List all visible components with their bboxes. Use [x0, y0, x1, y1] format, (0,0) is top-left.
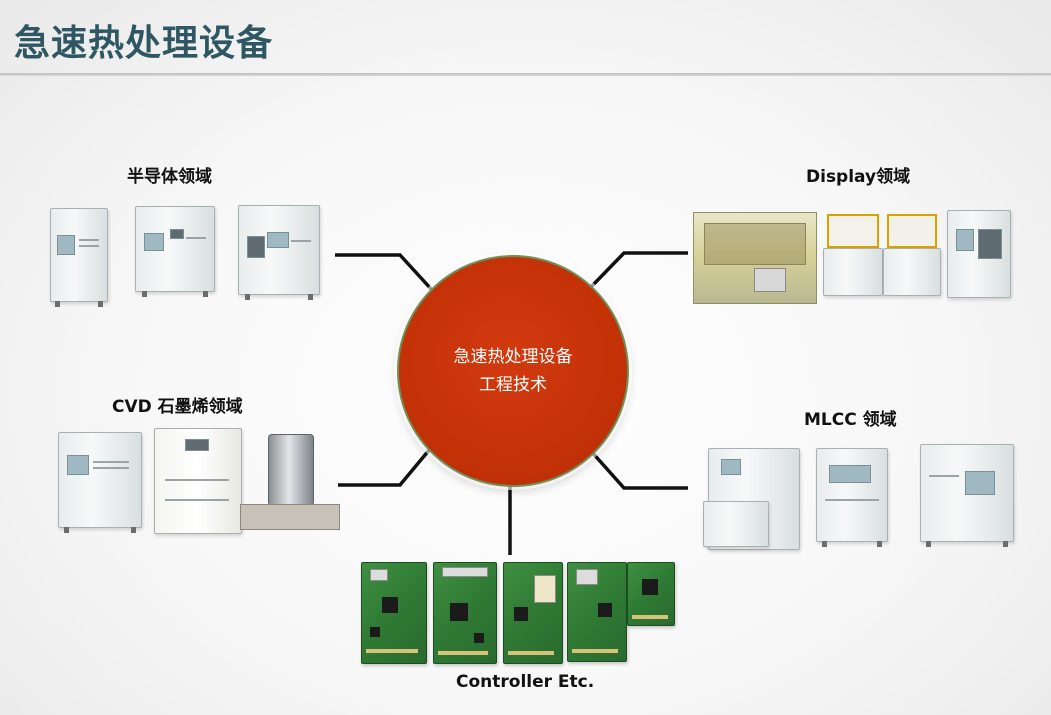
controller-board-1 — [361, 562, 427, 664]
controller-board-4 — [567, 562, 627, 662]
hub-circle: 急速热处理设备 工程技术 — [397, 255, 629, 487]
display-machine-1 — [823, 210, 883, 298]
semiconductor-machine-1 — [50, 208, 108, 307]
mlcc-machine-3 — [920, 444, 1014, 547]
label-cvd: CVD 石墨烯领域 — [112, 397, 243, 417]
connector-mlcc — [588, 448, 688, 490]
connector-semiconductor — [335, 253, 434, 292]
cvd-machine-1 — [58, 432, 142, 533]
semiconductor-machine-3 — [238, 205, 320, 300]
mlcc-machine-2 — [816, 448, 888, 547]
label-display: Display领域 — [806, 167, 911, 187]
hub-line-1: 急速热处理设备 — [453, 347, 573, 367]
label-mlcc: MLCC 领域 — [804, 410, 897, 430]
display-machine-3 — [947, 210, 1011, 298]
cvd-machine-2 — [154, 428, 242, 534]
controller-board-5 — [627, 562, 675, 626]
display-machine-2 — [883, 210, 941, 298]
mlcc-machine-1 — [703, 448, 800, 550]
connector-cvd — [338, 447, 432, 487]
label-semiconductor: 半导体领域 — [127, 167, 212, 187]
label-controller: Controller Etc. — [456, 672, 595, 692]
controller-board-2 — [433, 562, 497, 664]
controller-board-3 — [503, 562, 563, 664]
page-title: 急速热处理设备 — [14, 23, 274, 64]
cvd-machine-3 — [240, 430, 340, 530]
connector-display — [588, 251, 688, 290]
hub-line-2: 工程技术 — [479, 375, 547, 395]
title-divider — [0, 73, 1051, 76]
display-cleanroom — [693, 212, 817, 304]
semiconductor-machine-2 — [135, 206, 215, 297]
